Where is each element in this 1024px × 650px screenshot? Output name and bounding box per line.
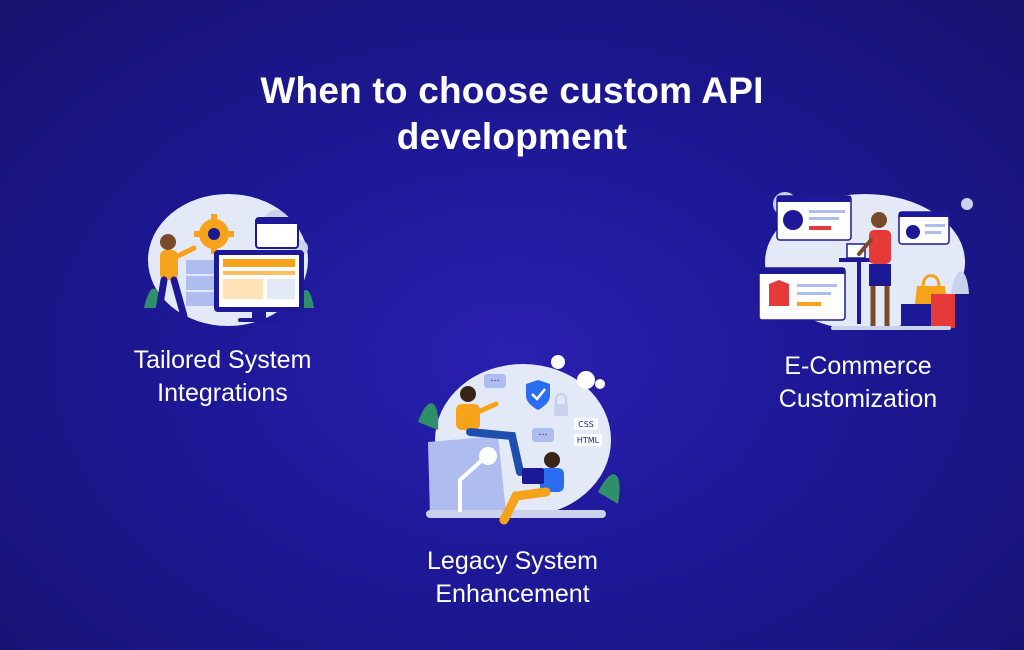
- card-label-line-1: Legacy System: [427, 547, 598, 575]
- card-label-line-1: E-Commerce: [784, 352, 932, 380]
- person-icon: [857, 212, 891, 326]
- product-window: [898, 211, 950, 245]
- shield-icon: [525, 380, 550, 410]
- card-e-commerce-customization: E-Commerce Customization: [738, 184, 978, 416]
- kettlebell-icon: [906, 225, 920, 239]
- ecommerce-illustration: [758, 192, 973, 330]
- svg-text:···: ···: [538, 430, 548, 441]
- product-window: [776, 195, 852, 241]
- integration-illustration: [143, 194, 314, 326]
- card-label-line-2: Enhancement: [435, 580, 590, 608]
- gear-icon: [193, 214, 234, 254]
- headphones-icon: [783, 210, 803, 230]
- card-label-line-1: Tailored System: [133, 346, 312, 374]
- person-icon: [154, 234, 196, 320]
- svg-text:···: ···: [490, 376, 500, 387]
- monitor-icon: [213, 250, 304, 322]
- css-tag: CSS: [578, 420, 594, 429]
- page-title: When to choose custom API development: [0, 68, 1024, 160]
- card-tailored-system-integrations: Tailored System Integrations: [100, 190, 345, 410]
- card-legacy-system-enhancement: ··· ··· CSS HTML: [395, 352, 630, 611]
- lock-icon: [553, 392, 568, 416]
- card-label: Tailored System Integrations: [100, 344, 345, 410]
- shirt-icon: [769, 280, 789, 306]
- gift-box-icon: [901, 304, 931, 328]
- html-tag: HTML: [576, 436, 599, 445]
- page-title-line-1: When to choose custom API: [260, 70, 764, 111]
- person-with-laptop-icon: [499, 452, 564, 525]
- chat-bubble-icon: ··· ···: [483, 374, 554, 442]
- card-label: Legacy System Enhancement: [395, 545, 630, 611]
- gift-box-icon: [931, 294, 955, 328]
- card-label-line-2: Integrations: [157, 379, 288, 407]
- card-label: E-Commerce Customization: [738, 350, 978, 416]
- person-icon: [455, 386, 524, 476]
- product-window: [758, 267, 846, 321]
- page-title-line-2: development: [396, 116, 628, 157]
- card-label-line-2: Customization: [778, 385, 938, 413]
- legacy-illustration: ··· ··· CSS HTML: [417, 355, 620, 525]
